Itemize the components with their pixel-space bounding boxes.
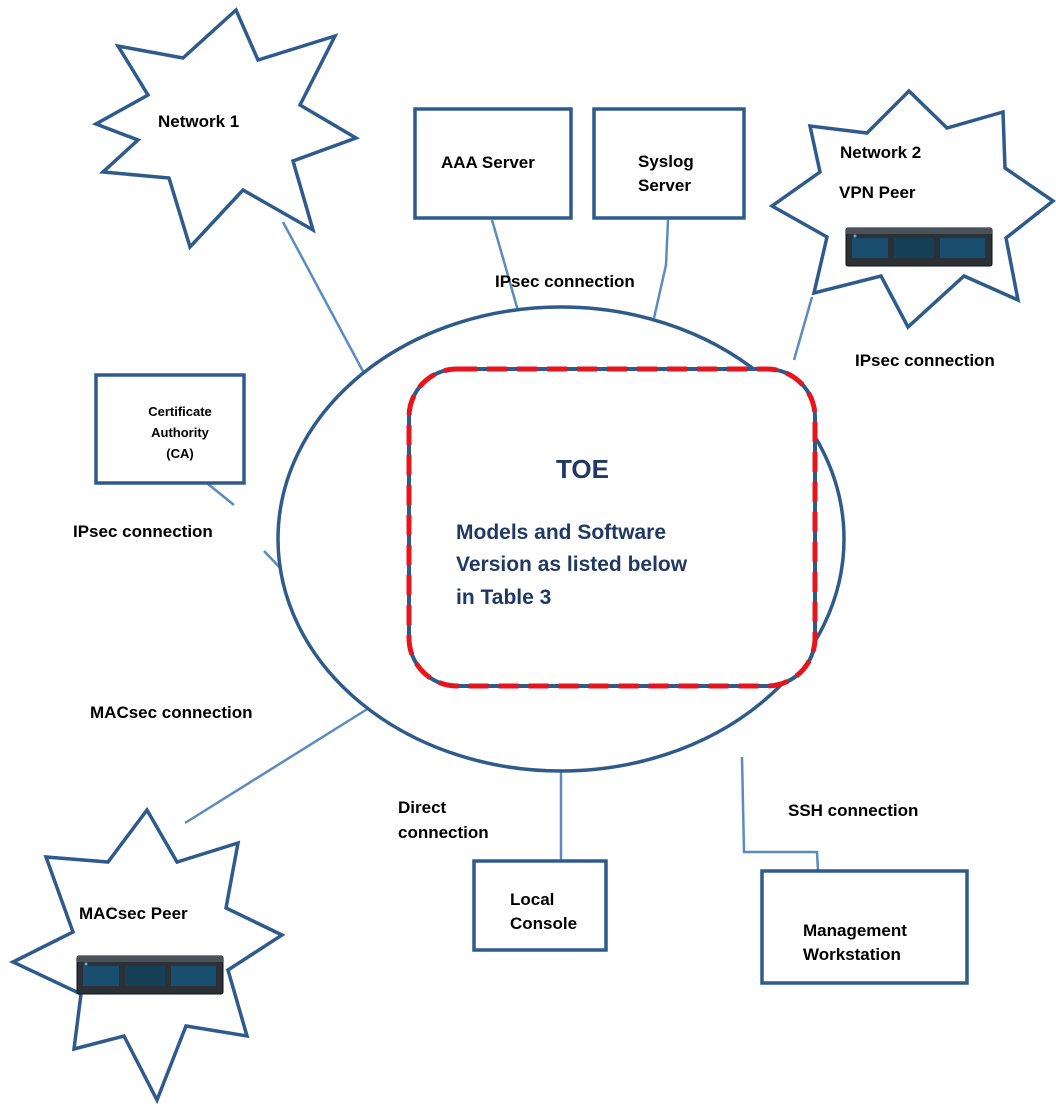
network-2-label: Network 2 [840, 143, 921, 162]
syslog-link [652, 219, 670, 319]
management-label-1: Management [803, 921, 907, 940]
direct-connection-label-1: Direct [398, 798, 447, 817]
management-workstation-box: Management Workstation [760, 869, 969, 985]
management-workstation-rect [760, 869, 969, 985]
macsec-peer: MACsec Peer [8, 806, 286, 1105]
network-1-label: Network 1 [158, 112, 239, 131]
macsec-connection-label: MACsec connection [90, 703, 252, 722]
aaa-link [490, 219, 524, 326]
toe-dashed-border [406, 366, 818, 689]
ca-link-upper [207, 483, 235, 506]
macsec-peer-star-shape [8, 806, 286, 1105]
toe-desc-line-1: Models and Software [456, 521, 666, 544]
local-console-label-1: Local [510, 890, 554, 909]
network-1-star-shape [91, 7, 361, 251]
toe-title: TOE [556, 454, 609, 484]
local-console-rect [472, 859, 608, 952]
toe-box: TOE Models and Software Version as liste… [406, 366, 818, 689]
aaa-server-rect [413, 107, 573, 220]
direct-connection-label-2: connection [398, 823, 489, 842]
local-console-label-2: Console [510, 914, 577, 933]
router-icon [845, 227, 993, 267]
ipsec-left-label: IPsec connection [73, 522, 213, 541]
network1-link [281, 221, 375, 391]
local-console-box: Local Console [472, 859, 608, 952]
macsec-peer-label: MACsec Peer [79, 904, 188, 923]
ipsec-top-label: IPsec connection [495, 272, 635, 291]
syslog-server-label-1: Syslog [638, 152, 694, 171]
router-icon [76, 955, 224, 995]
macsec-link [184, 706, 370, 825]
toe-desc-line-2: Version as listed below [456, 553, 688, 576]
network-1-cloud: Network 1 [91, 7, 361, 251]
ssh-connection-label: SSH connection [788, 801, 918, 820]
toe-desc-line-3: in Table 3 [456, 586, 551, 609]
network-2-star-shape [768, 88, 1056, 330]
network2-link [792, 296, 814, 361]
connection-lines [184, 219, 820, 872]
ipsec-right-label: IPsec connection [855, 351, 995, 370]
ca-label-1: Certificate [148, 404, 212, 419]
network-2-vpn-peer: Network 2 VPN Peer [768, 88, 1056, 330]
certificate-authority-box: Certificate Authority (CA) [94, 373, 246, 485]
syslog-server-box: Syslog Server [592, 107, 746, 220]
vpn-peer-label: VPN Peer [839, 183, 916, 202]
ca-rect [94, 373, 246, 485]
syslog-server-rect [592, 107, 746, 220]
ca-label-2: Authority [151, 425, 210, 440]
ssh-link [740, 756, 820, 872]
ca-label-3: (CA) [166, 446, 193, 461]
aaa-server-box: AAA Server [413, 107, 573, 220]
management-label-2: Workstation [803, 945, 901, 964]
aaa-server-label: AAA Server [441, 153, 535, 172]
syslog-server-label-2: Server [638, 176, 691, 195]
